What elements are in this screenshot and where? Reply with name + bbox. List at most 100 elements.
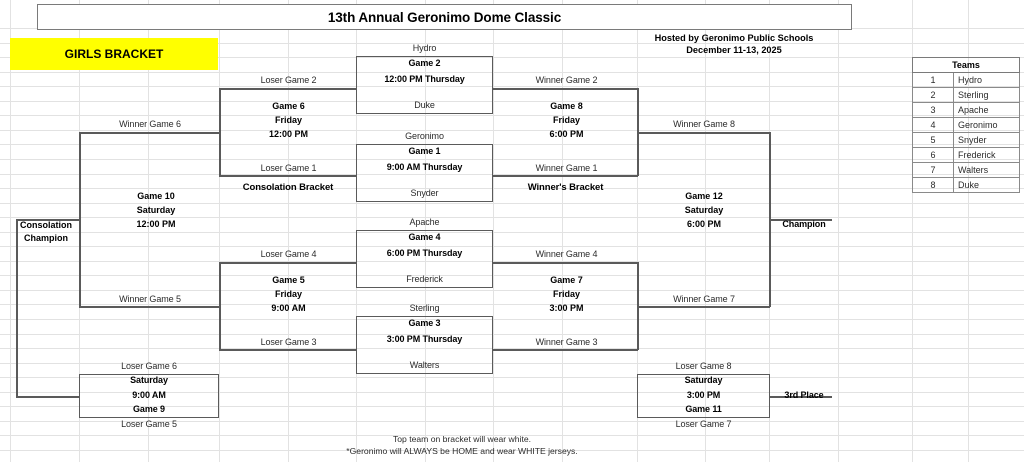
grid-row-line: [0, 421, 1024, 422]
team-name: Sterling: [953, 87, 1020, 103]
game-5-bottom-feed: Loser Game 3: [260, 336, 317, 347]
game-11-bottom-feed: Loser Game 7: [675, 418, 732, 429]
consolation-champion-stroke: [16, 219, 79, 221]
grid-row-line: [0, 275, 1024, 276]
game-4-bottom-team: Frederick: [406, 274, 443, 285]
grid-col-line: [10, 0, 11, 462]
game-7-bottom-stroke: [493, 349, 638, 351]
game-8-name: Game 8: [550, 100, 583, 111]
consolation-left-spine: [16, 219, 18, 397]
team-name: Snyder: [953, 132, 1020, 148]
game-2-bottom-team: Duke: [414, 100, 435, 111]
game-10-top-stroke: [79, 132, 219, 134]
grid-row-line: [0, 232, 1024, 233]
game-12-time: 6:00 PM: [686, 219, 721, 230]
footer-line-2: *Geronimo will ALWAYS be HOME and wear W…: [346, 446, 578, 456]
game-2-top-team: Hydro: [412, 42, 437, 53]
game-11-top-feed: Loser Game 8: [675, 360, 732, 371]
game-9-day: Saturday: [130, 375, 168, 386]
game-10-top-feed: Winner Game 6: [119, 118, 181, 129]
grid-row-line: [0, 115, 1024, 116]
team-name: Apache: [953, 102, 1020, 118]
game-4-box: [356, 230, 493, 288]
grid-row-line: [0, 319, 1024, 320]
game-10-time: 12:00 PM: [136, 219, 176, 230]
grid-row-line: [0, 203, 1024, 204]
grid-row-line: [0, 86, 1024, 87]
grid-col-line: [425, 0, 426, 462]
footer-line-1: Top team on bracket will wear white.: [392, 433, 532, 444]
champion-stroke: [769, 219, 832, 221]
game-3-name: Game 3: [408, 318, 441, 329]
grid-col-line: [838, 0, 839, 462]
game-12-name: Game 12: [685, 190, 723, 201]
consolation-champion-line-1: Consolation: [20, 220, 72, 231]
champion-label: Champion: [782, 219, 826, 230]
game-9-name: Game 9: [133, 404, 165, 415]
game-1-bottom-team: Snyder: [410, 188, 439, 199]
grid-col-line: [637, 0, 638, 462]
game-3-bottom-team: Walters: [409, 360, 440, 371]
grid-col-line: [288, 0, 289, 462]
host-info: Hosted by Geronimo Public Schools Decemb…: [637, 31, 831, 57]
grid-row-line: [0, 304, 1024, 305]
game-7-day: Friday: [552, 288, 580, 299]
game-8-info: Game 8 Friday 6:00 PM: [498, 98, 635, 142]
game-7-bottom-feed: Winner Game 3: [535, 336, 598, 347]
game-5-info: Game 5 Friday 9:00 AM: [220, 272, 357, 316]
grid-row-line: [0, 159, 1024, 160]
consolation-bracket-label: Consolation Bracket: [242, 182, 334, 194]
grid-row-line: [0, 144, 1024, 145]
game-12-day: Saturday: [684, 204, 724, 215]
grid-row-line: [0, 43, 1024, 44]
game-7-info: Game 7 Friday 3:00 PM: [498, 272, 635, 316]
game-12-info: Game 12 Saturday 6:00 PM: [640, 188, 768, 232]
game-3-time: 3:00 PM Thursday: [386, 334, 463, 345]
team-name: Duke: [953, 177, 1020, 193]
team-name: Frederick: [953, 147, 1020, 163]
game-7-time: 3:00 PM: [549, 303, 584, 314]
grid-col-line: [148, 0, 149, 462]
game-5-time: 9:00 AM: [271, 303, 306, 314]
game-10-day: Saturday: [136, 204, 176, 215]
grid-row-line: [0, 101, 1024, 102]
game-10-name: Game 10: [137, 190, 175, 201]
game-10-bottom-stroke: [79, 306, 219, 308]
footer-notes: Top team on bracket will wear white. *Ge…: [222, 430, 702, 460]
game-8-day: Friday: [552, 114, 580, 125]
game-6-info: Game 6 Friday 12:00 PM: [220, 98, 357, 142]
teams-table-header: Teams: [912, 57, 1020, 73]
grid-row-line: [0, 348, 1024, 349]
game-10-bottom-feed: Winner Game 5: [119, 293, 181, 304]
game-9-feed-stroke: [16, 396, 80, 398]
grid-row-line: [0, 450, 1024, 451]
game-9-top-feed: Loser Game 6: [121, 360, 177, 371]
game-9-bottom-feed: Loser Game 5: [121, 418, 177, 429]
grid-row-line: [0, 392, 1024, 393]
team-name: Geronimo: [953, 117, 1020, 133]
team-name: Hydro: [953, 72, 1020, 88]
girls-bracket-banner: GIRLS BRACKET: [10, 38, 218, 70]
third-place-label: 3rd Place: [784, 390, 824, 401]
grid-row-line: [0, 334, 1024, 335]
grid-row-line: [0, 377, 1024, 378]
game-5-left-stroke: [219, 262, 221, 350]
game-3-box: [356, 316, 493, 374]
game-1-name: Game 1: [408, 146, 441, 157]
team-seed: 6: [912, 147, 954, 163]
grid-row-line: [0, 406, 1024, 407]
game-6-time: 12:00 PM: [268, 129, 309, 140]
third-place-stroke: [769, 396, 832, 398]
grid-col-line: [493, 0, 494, 462]
grid-row-line: [0, 246, 1024, 247]
team-seed: 2: [912, 87, 954, 103]
game-12-top-stroke: [637, 132, 770, 134]
grid-row-line: [0, 57, 1024, 58]
